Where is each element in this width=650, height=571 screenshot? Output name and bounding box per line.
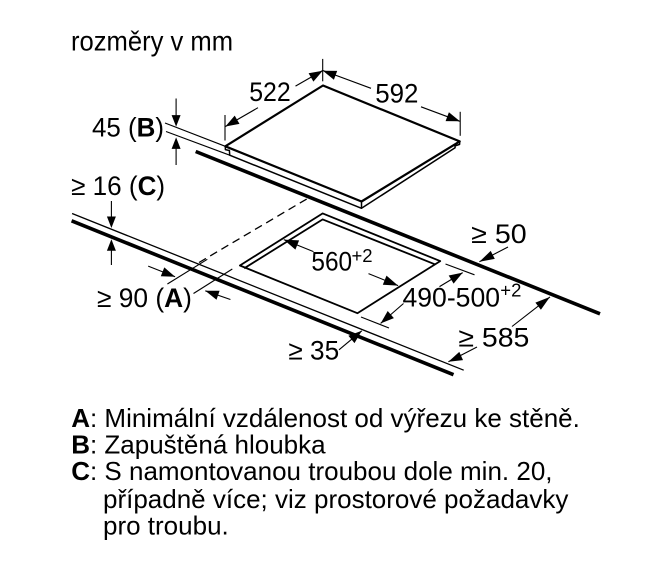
svg-text:pro troubu.: pro troubu.	[103, 511, 229, 541]
svg-text:522: 522	[249, 77, 291, 107]
svg-text:≥ 90 (A): ≥ 90 (A)	[97, 283, 192, 313]
svg-text:≥ 35: ≥ 35	[288, 336, 339, 366]
svg-text:A: Minimální vzdálenost od výř: A: Minimální vzdálenost od výřezu ke stě…	[71, 403, 580, 433]
svg-text:45 (B): 45 (B)	[92, 112, 164, 143]
svg-text:≥ 50: ≥ 50	[471, 219, 527, 249]
svg-text:≥ 16 (C): ≥ 16 (C)	[71, 171, 165, 202]
svg-text:+2: +2	[500, 279, 521, 300]
svg-text:560: 560	[311, 246, 352, 276]
svg-text:592: 592	[375, 79, 418, 109]
svg-text:+2: +2	[352, 245, 373, 266]
svg-text:případně více; viz prostorové: případně více; viz prostorové požadavky	[103, 484, 568, 514]
svg-text:490-500: 490-500	[403, 283, 501, 313]
svg-text:B: Zapuštěná hloubka: B: Zapuštěná hloubka	[71, 429, 326, 459]
svg-text:C: S namontovanou troubou dole: C: S namontovanou troubou dole min. 20,	[71, 456, 552, 486]
svg-text:≥ 585: ≥ 585	[458, 322, 529, 352]
svg-text:rozměry v mm: rozměry v mm	[71, 26, 233, 57]
